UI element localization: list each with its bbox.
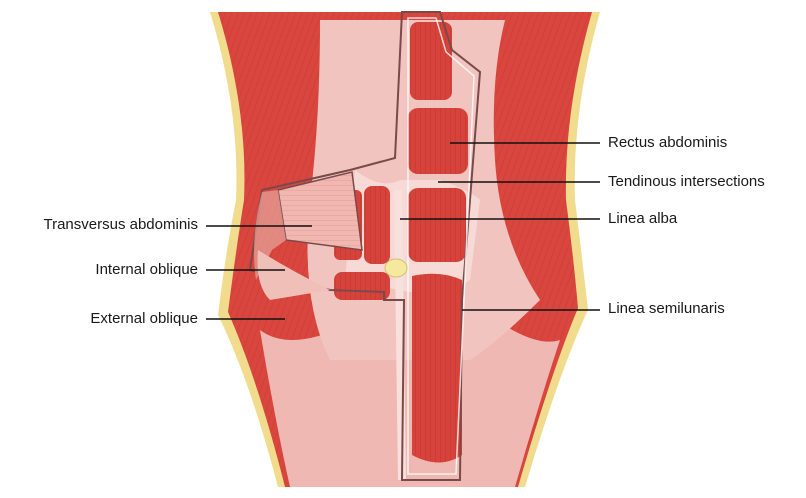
label-external-oblique: External oblique bbox=[90, 310, 198, 327]
pointer-lines bbox=[206, 142, 600, 320]
label-internal-oblique: Internal oblique bbox=[95, 261, 198, 278]
rectus-abdominis-segments bbox=[408, 22, 468, 463]
navel bbox=[384, 258, 408, 278]
label-transversus-abdominis: Transversus abdominis bbox=[43, 216, 198, 233]
label-rectus-abdominis: Rectus abdominis bbox=[608, 134, 728, 151]
label-linea-semilunaris: Linea semilunaris bbox=[608, 300, 725, 317]
label-linea-alba: Linea alba bbox=[608, 210, 678, 227]
transversus-window bbox=[278, 172, 362, 250]
rectus-sheath-outline bbox=[248, 11, 482, 481]
internal-oblique-region bbox=[257, 250, 330, 300]
linea-alba-line bbox=[394, 189, 406, 481]
label-tendinous-intersections: Tendinous intersections bbox=[608, 173, 765, 190]
